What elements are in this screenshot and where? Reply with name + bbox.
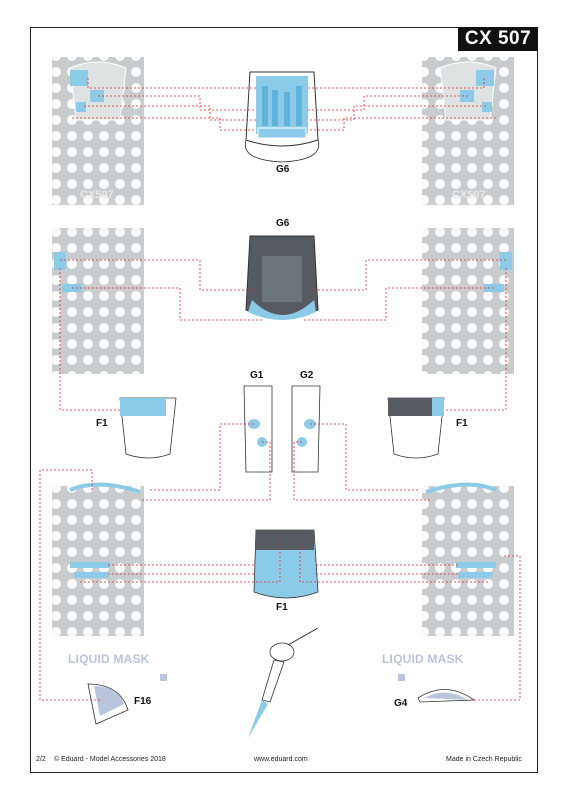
canopy-f1-left [119, 397, 177, 459]
mask-sheet-top-right: CX507 [422, 57, 514, 205]
canopy-f1-bottom [253, 529, 319, 599]
part-g4 [398, 674, 476, 703]
brush-illustration [248, 627, 319, 738]
label-g1: G1 [250, 370, 264, 381]
mask-sheet-bottom-left [52, 482, 144, 636]
page-frame [30, 27, 538, 773]
footer-url: www.eduard.com [254, 756, 308, 763]
mask-sheet-top-left: CX507 [52, 57, 144, 205]
canopy-g6-top [244, 71, 320, 163]
label-f1-left: F1 [96, 418, 108, 429]
canopy-side-g1 [243, 385, 273, 473]
mask-sheet-mid-right [422, 228, 514, 374]
mask-sheet-bottom-right [422, 482, 514, 636]
sheet-code-text: CX507 [80, 189, 114, 201]
part-f16 [87, 674, 167, 725]
footer-origin: Made in Czech Republic [446, 756, 522, 763]
label-g6-top: G6 [276, 164, 290, 175]
canopy-side-g2 [291, 385, 321, 473]
liquid-mask-label-right: LIQUID MASK [382, 652, 464, 666]
footer-copyright: © Eduard - Model Accessories 2018 [54, 756, 166, 763]
mask-sheet-mid-left [52, 228, 144, 374]
label-f16: F16 [134, 696, 152, 707]
label-g2: G2 [300, 370, 314, 381]
product-code-badge: CX 507 [458, 27, 538, 51]
label-f1-right: F1 [456, 418, 468, 429]
label-g4: G4 [394, 698, 408, 709]
sheet-code-text: CX507 [452, 189, 486, 201]
liquid-mask-label-left: LIQUID MASK [68, 652, 150, 666]
label-g6-mid: G6 [276, 218, 290, 229]
footer-page-number: 2/2 [36, 756, 46, 763]
canopy-g6-mid [245, 235, 319, 320]
label-f1-bottom: F1 [276, 602, 288, 613]
canopy-f1-right [387, 397, 445, 459]
guide-lines [39, 78, 521, 701]
